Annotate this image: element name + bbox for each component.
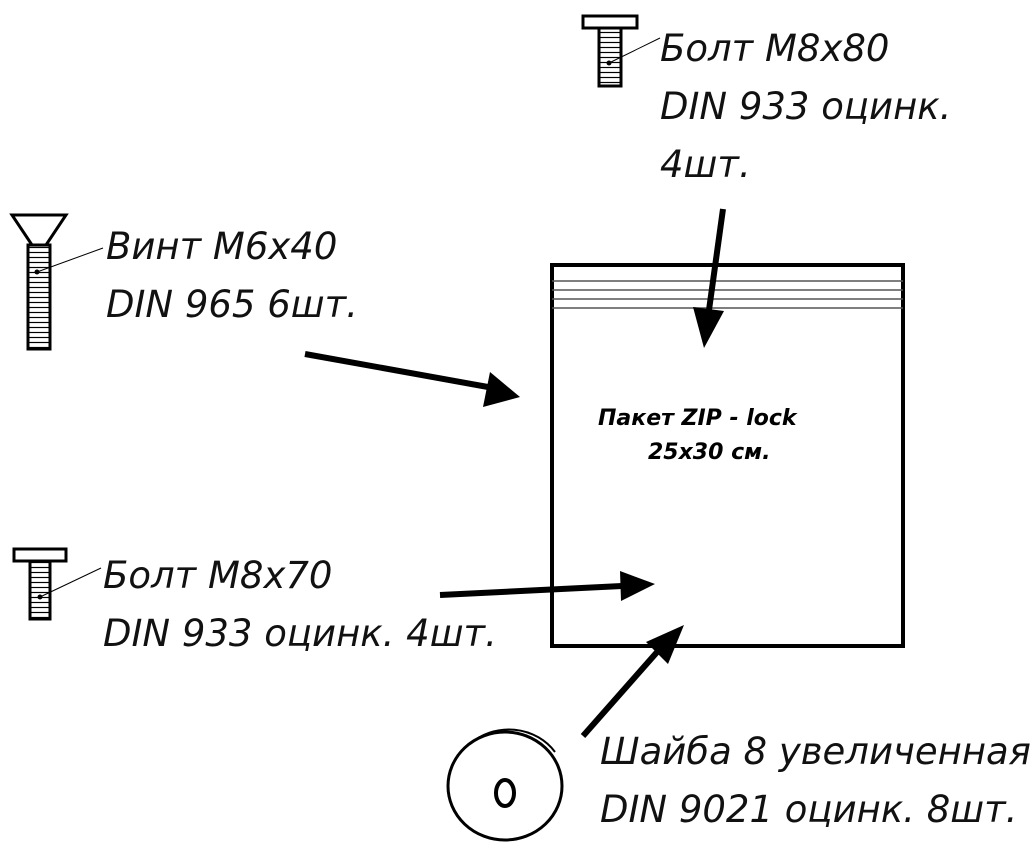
washer-icon <box>446 728 564 842</box>
screw-m6x40-spec: DIN 965 6шт. <box>106 283 358 326</box>
bolt-m8x80-qty: 4шт. <box>660 143 751 186</box>
zip-lock-bag-label: Пакет ZIP - lock 25х30 см. <box>598 402 797 470</box>
screw-m6x40-label: Винт М6х40 DIN 965 6шт. <box>106 218 358 334</box>
arrow-bolt-m8x80 <box>693 208 726 348</box>
zip-lock-bag-size: 25х30 см. <box>648 440 771 465</box>
zip-lock-bag-name: Пакет ZIP - lock <box>598 406 797 431</box>
arrow-screw-m6x40 <box>304 351 520 407</box>
bolt-m8x70-name: Болт М8х70 <box>103 554 333 597</box>
bolt-m8x80-name: Болт М8х80 <box>660 27 890 70</box>
bolt-m8x80-label: Болт М8х80 DIN 933 оцинк. 4шт. <box>660 20 951 194</box>
washer-8-label: Шайба 8 увеличенная DIN 9021 оцинк. 8шт. <box>600 723 1031 839</box>
arrow-bolt-m8x70 <box>439 571 655 601</box>
bolt-m8x80-icon <box>581 14 661 88</box>
screw-m6x40-icon <box>9 213 104 351</box>
bolt-m8x70-label: Болт М8х70 DIN 933 оцинк. 4шт. <box>103 547 497 663</box>
washer-8-name: Шайба 8 увеличенная <box>600 730 1031 773</box>
bolt-m8x70-icon <box>12 547 102 621</box>
arrow-washer <box>580 625 684 738</box>
washer-8-spec: DIN 9021 оцинк. 8шт. <box>600 788 1018 831</box>
screw-m6x40-name: Винт М6х40 <box>106 225 338 268</box>
zip-lock-bag <box>550 263 905 648</box>
bolt-m8x70-spec: DIN 933 оцинк. 4шт. <box>103 612 497 655</box>
bolt-m8x80-spec: DIN 933 оцинк. <box>660 85 952 128</box>
